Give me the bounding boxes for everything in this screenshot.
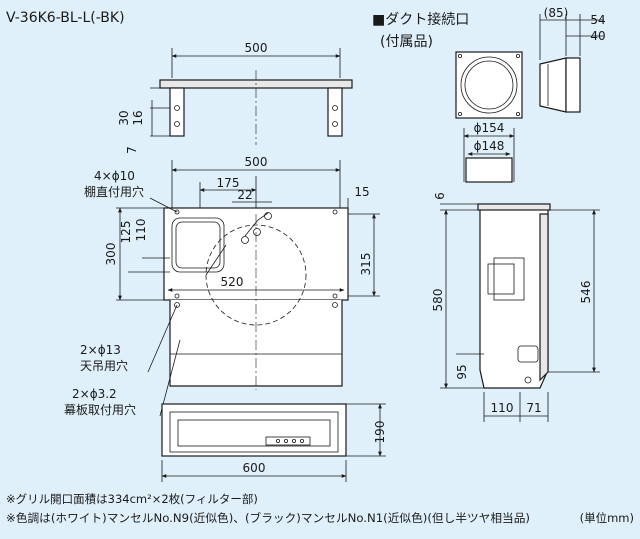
note-color: ※色調は(ホワイト)マンセルNo.N9(近似色)、(ブラック)マンセルNo.N1…: [6, 511, 530, 525]
side-dim-546: 546: [579, 281, 593, 304]
side-dim-6: 6: [433, 192, 447, 200]
side-dim-110: 110: [491, 401, 514, 415]
front-view: 500 175 22 15 300: [64, 155, 380, 417]
duct-connector: ■ダクト接続口 (付属品) (85) 54 40 ϕ154 ϕ148: [372, 6, 606, 183]
note-unit: (単位mm): [580, 511, 634, 525]
front-dim-125: 125: [119, 221, 133, 244]
top-dim-7: 7: [125, 146, 139, 154]
top-view: 500 30 16 7: [117, 41, 353, 154]
duct-dim-154: ϕ154: [474, 121, 505, 135]
side-dim-580: 580: [431, 289, 445, 312]
bottom-dim-600: 600: [243, 461, 266, 475]
holes-b-count: 2×ϕ13: [80, 343, 121, 357]
front-dim-520: 520: [221, 275, 244, 289]
note-grille-area: ※グリル開口面積は334cm²×2枚(フィルター部): [6, 492, 258, 506]
side-dim-95: 95: [455, 364, 469, 379]
duct-dim-40: 40: [590, 29, 605, 43]
front-width-dim: 500: [245, 155, 268, 169]
duct-title: ■ダクト接続口: [372, 11, 469, 28]
bottom-dim-190: 190: [373, 421, 387, 444]
holes-b-desc: 天吊用穴: [80, 358, 128, 373]
bottom-view: 190 600: [161, 403, 387, 482]
model-title: V-36K6-BL-L(-BK): [6, 10, 125, 26]
duct-dim-148: ϕ148: [474, 139, 505, 153]
front-dim-315: 315: [359, 253, 373, 276]
front-dim-110: 110: [134, 219, 148, 242]
top-width-dim: 500: [245, 41, 268, 55]
front-dim-15: 15: [354, 185, 369, 199]
holes-c-desc: 幕板取付用穴: [64, 402, 136, 417]
side-view: 6 580 546 95 110 71: [431, 192, 600, 422]
front-dim-300: 300: [104, 243, 118, 266]
holes-c-count: 2×ϕ3.2: [72, 387, 117, 401]
front-dim-22: 22: [237, 188, 252, 202]
front-dim-175: 175: [217, 176, 240, 190]
duct-subtitle: (付属品): [380, 34, 433, 50]
duct-dim-85: (85): [544, 6, 569, 20]
holes-a-desc: 棚直付用穴: [84, 184, 144, 199]
top-dim-30: 30: [117, 110, 131, 125]
duct-dim-54: 54: [590, 13, 605, 27]
top-dim-16: 16: [131, 110, 145, 125]
side-dim-71: 71: [526, 401, 541, 415]
holes-a-count: 4×ϕ10: [94, 169, 135, 183]
